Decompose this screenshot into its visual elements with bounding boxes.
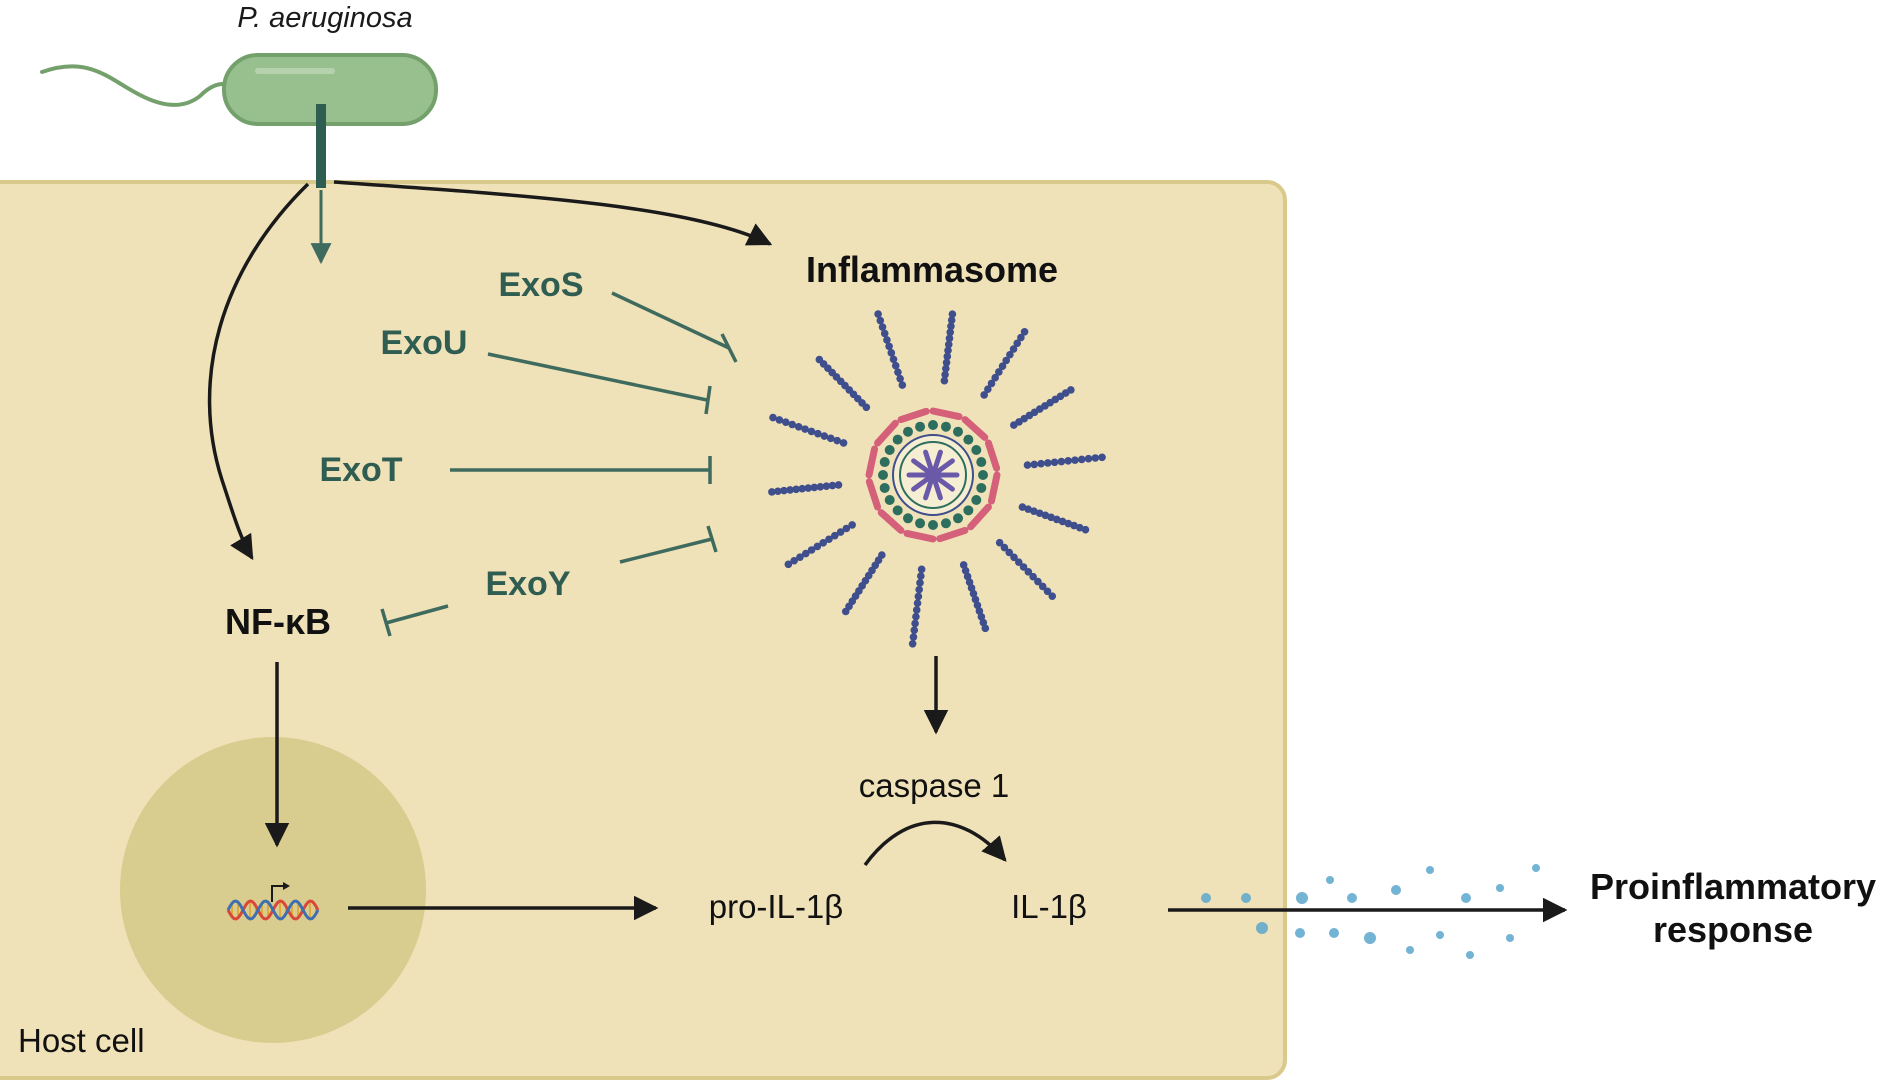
- inflammasome-spoke: [815, 355, 871, 412]
- dna-icon: [226, 882, 320, 921]
- inflammasome-label: Inflammasome: [806, 249, 1058, 290]
- inflammasome-spoke: [768, 481, 843, 496]
- inflammasome-spoke: [980, 327, 1029, 399]
- inflammasome-spoke: [1023, 453, 1106, 469]
- caspase-cleavage-arrow: [863, 820, 1007, 867]
- response-label-line1: Proinflammatory: [1590, 866, 1876, 907]
- inflammasome-ring: [865, 407, 1001, 543]
- inflammasome-spoke: [874, 310, 907, 389]
- cytokine-dots: [1201, 864, 1540, 959]
- response-label-line2: response: [1653, 909, 1813, 950]
- flagellum: [40, 64, 230, 107]
- inflammasome-complex: [768, 310, 1106, 648]
- effector-label-exos: ExoS: [498, 266, 583, 304]
- inflammasome-spoke: [940, 310, 957, 385]
- arrow-to-inflammasome: [333, 180, 773, 246]
- effector-label-exou: ExoU: [381, 324, 468, 362]
- effector-label-exot: ExoT: [319, 451, 402, 489]
- caspase-label: caspase 1: [859, 767, 1009, 804]
- inflammasome-spoke: [841, 551, 886, 616]
- arrow-to-nfkb: [207, 182, 310, 561]
- inflammasome-spoke: [995, 538, 1057, 600]
- bacterium-label: P. aeruginosa: [237, 2, 412, 34]
- nfkb-label: NF-κB: [225, 601, 331, 642]
- bacterium: [222, 53, 438, 126]
- inflammasome-spoke: [908, 565, 926, 648]
- inflammasome-center: [906, 449, 960, 501]
- host-cell-label: Host cell: [18, 1022, 145, 1059]
- inflammasome-spoke: [1018, 503, 1090, 534]
- il1b-label: IL-1β: [1011, 888, 1087, 925]
- inhibition-lines: [380, 291, 738, 637]
- inflammasome-spoke: [769, 413, 848, 447]
- effector-label-exoy: ExoY: [485, 565, 570, 603]
- inflammasome-spoke: [1010, 386, 1075, 429]
- inflammasome-spoke: [784, 521, 856, 569]
- secretion-needle: [316, 104, 326, 188]
- inflammasome-spoke: [959, 561, 990, 633]
- pro-il1b-label: pro-IL-1β: [709, 888, 844, 925]
